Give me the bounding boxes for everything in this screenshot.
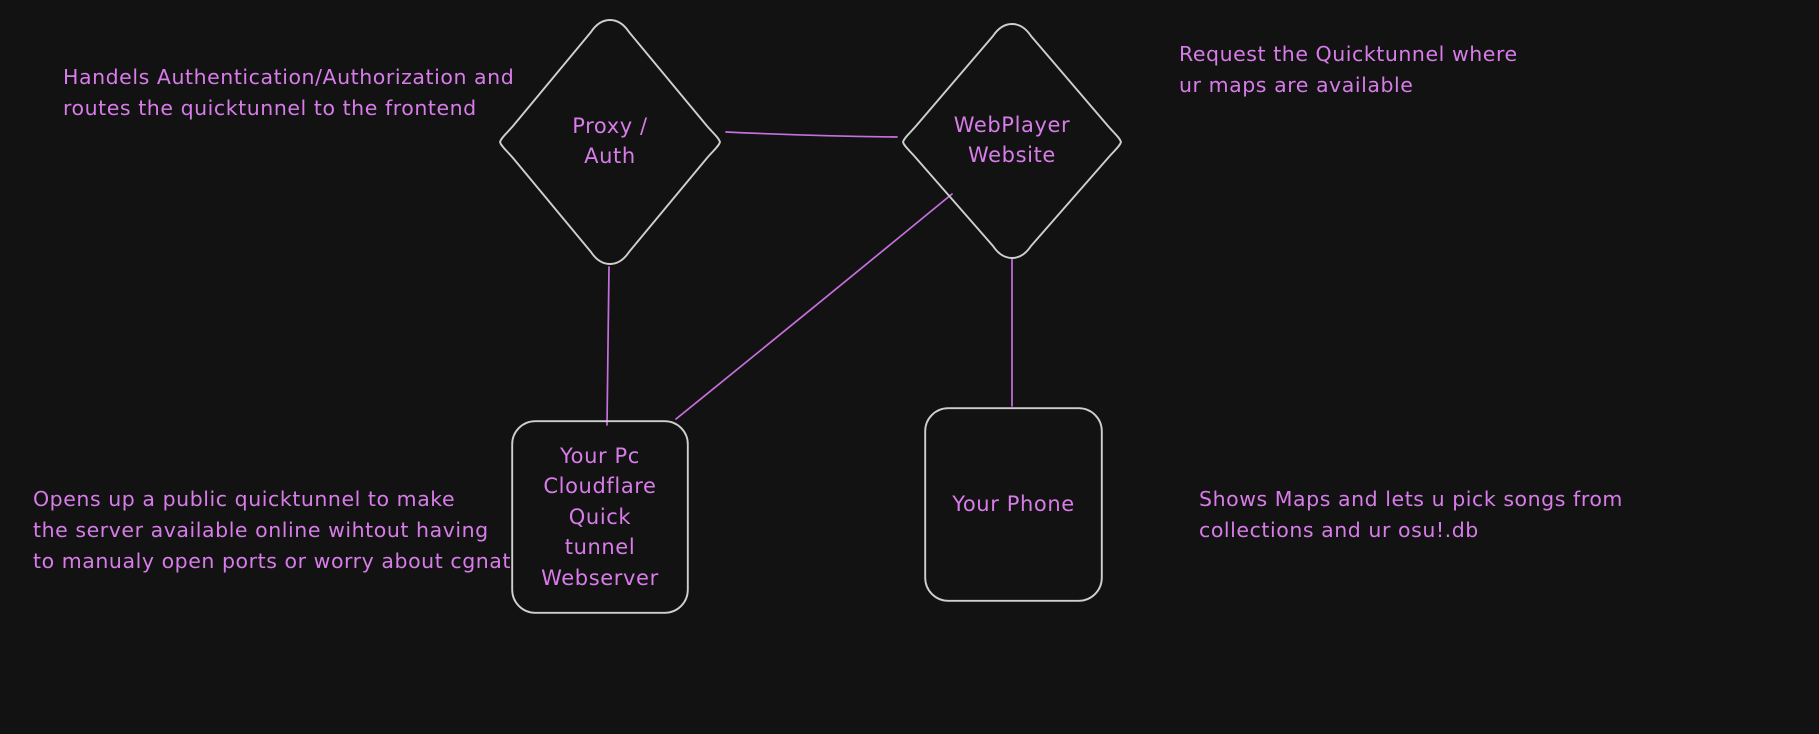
annotation-webplayer: Request the Quicktunnel where ur maps ar…: [1179, 42, 1518, 98]
node-proxy-auth[interactable]: Proxy / Auth: [495, 16, 725, 268]
node-your-pc-label: Your Pc Cloudflare Quick tunnel Webserve…: [541, 443, 659, 590]
your-pc-shape: [511, 420, 689, 614]
node-your-pc[interactable]: Your Pc Cloudflare Quick tunnel Webserve…: [510, 419, 690, 615]
node-webplayer-website[interactable]: WebPlayer Website: [898, 20, 1126, 262]
proxy-auth-shape: [499, 19, 721, 265]
your-phone-shape: [924, 407, 1103, 602]
annotation-your-pc: Opens up a public quicktunnel to make th…: [33, 487, 511, 574]
annotation-proxy-auth: Handels Authentication/Authorization and…: [63, 65, 515, 121]
node-your-phone-label: Your Phone: [952, 492, 1075, 517]
node-webplayer-website-label: WebPlayer Website: [953, 113, 1071, 167]
edge-proxy-auth-to-webplayer: [725, 131, 898, 138]
webplayer-website-shape: [902, 23, 1122, 259]
node-your-phone[interactable]: Your Phone: [923, 406, 1104, 603]
node-proxy-auth-label: Proxy / Auth: [572, 114, 648, 168]
annotation-your-phone: Shows Maps and lets u pick songs from co…: [1199, 487, 1623, 543]
edge-proxy-auth-to-your-pc: [606, 266, 610, 426]
